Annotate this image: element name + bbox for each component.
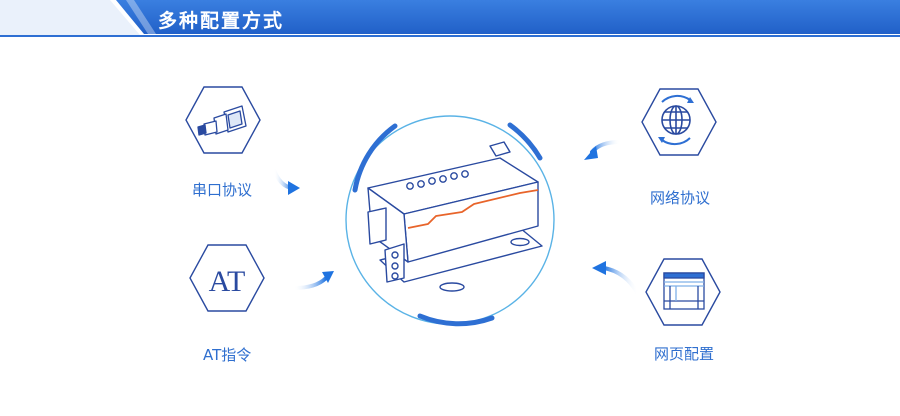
arrow-web [592,261,640,296]
network-protocol-label: 网络协议 [650,189,711,207]
serial-protocol-label: 串口协议 [192,181,253,199]
serial-port-icon [197,105,247,136]
at-icon-text: AT [209,265,246,298]
network-hexagon [641,88,717,156]
web-config-label: 网页配置 [654,345,715,363]
at-hexagon: AT [189,244,265,312]
arrow-network [584,140,622,160]
webpage-icon [663,272,705,310]
central-circle [345,115,555,327]
page-title: 多种配置方式 [158,10,285,32]
arrow-serial [272,168,300,195]
at-command-label: AT指令 [203,346,252,364]
arrow-at [292,271,334,290]
globe-icon [658,94,694,146]
header-banner [0,0,900,37]
serial-hexagon [185,86,261,154]
serial-server-device-icon [367,141,543,292]
web-hexagon [645,258,721,326]
